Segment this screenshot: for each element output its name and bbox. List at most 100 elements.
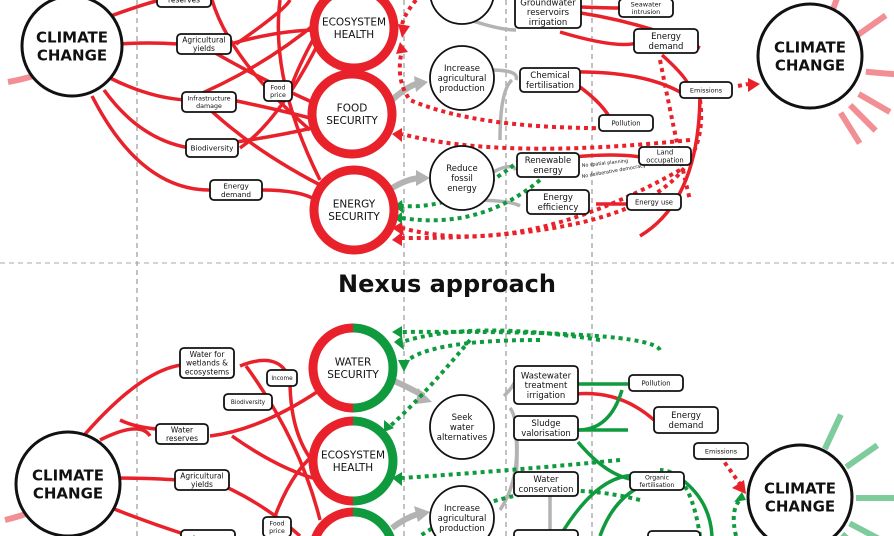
feedback-arrow: [401, 99, 704, 241]
node-label: conservation: [519, 485, 574, 495]
annotation-no-spatial-planning: No spatial planning: [582, 158, 629, 169]
node-label: CHANGE: [765, 497, 835, 515]
node-label: Infrastructure: [187, 96, 230, 103]
ring: [429, 394, 495, 460]
ring: [20, 0, 124, 98]
impact-link: [90, 95, 211, 192]
node-label: CLIMATE: [32, 467, 104, 485]
box-pesticides: Pesticides &: [647, 530, 701, 536]
box: [653, 406, 719, 434]
climate-ray: [848, 103, 878, 133]
box-income: Income: [266, 369, 298, 387]
ring-left: [308, 323, 354, 413]
node-label: HEALTH: [333, 462, 373, 474]
climate-ray: [848, 520, 880, 536]
arrowhead: [734, 492, 746, 502]
impact-link: [261, 188, 317, 202]
impact-link: [209, 388, 321, 438]
node-label: intrusion: [632, 8, 661, 16]
arrowhead: [392, 232, 402, 246]
strategy-arrow: [389, 81, 418, 103]
climate-ray: [844, 442, 880, 470]
node-label: Organic: [645, 475, 670, 482]
box: [209, 179, 263, 201]
box: [519, 67, 581, 93]
node-label: Increase: [444, 64, 480, 74]
ring-right: [352, 323, 398, 413]
node-label: Biodiversity: [231, 400, 266, 406]
box: [180, 529, 236, 536]
node-label: SECURITY: [327, 369, 379, 381]
arrowhead: [392, 326, 402, 338]
arrowhead: [414, 506, 430, 522]
ring-right: [352, 507, 395, 536]
node-label: Land: [657, 149, 674, 157]
box: [516, 152, 580, 178]
ring: [14, 430, 122, 536]
strategy-arrow: [390, 511, 419, 531]
box-pollution-bottom: Pollution: [628, 374, 684, 392]
box: [185, 138, 239, 158]
box: [633, 28, 699, 54]
box: [174, 469, 230, 491]
strategy-link: [498, 78, 514, 141]
node-label: Seawater: [631, 1, 662, 9]
node-label: occupation: [646, 156, 683, 164]
page-title: Nexus approach: [338, 270, 556, 298]
strategy-link: [469, 18, 517, 32]
impact-link: [559, 30, 641, 47]
impact-link: [78, 363, 183, 442]
node-label: damage: [196, 103, 222, 110]
ring: [307, 69, 397, 159]
ring: [309, 0, 399, 73]
impact-link: [99, 427, 152, 442]
node-label: fertilisation: [640, 482, 675, 489]
box: [156, 0, 212, 8]
feedback-arrow: [401, 328, 601, 344]
box-water-reserves: reserves: [156, 0, 212, 8]
node-label: Energy: [671, 411, 701, 421]
node-label: production: [439, 524, 485, 534]
climate-ray: [854, 12, 888, 39]
food-security-node-bottom: [311, 507, 395, 536]
node-label: Reduce: [446, 164, 477, 174]
node-label: Emissions: [690, 86, 723, 94]
node-label: demand: [221, 190, 251, 199]
ring: [429, 145, 495, 211]
node-label: Pollution: [611, 119, 640, 127]
node-label: Renewable: [525, 156, 572, 166]
box-emissions: Emissions: [679, 81, 733, 99]
arrowhead: [392, 222, 404, 236]
box: [629, 471, 685, 491]
arrowhead: [394, 336, 404, 350]
box: [647, 530, 701, 536]
impact-link: [109, 76, 187, 102]
node-label: SECURITY: [328, 211, 380, 223]
node-label: Energy: [651, 32, 681, 42]
box: [513, 529, 579, 536]
ring: [309, 165, 399, 255]
box: [263, 80, 293, 102]
feedback-arrow: [399, 0, 418, 31]
box: [679, 81, 733, 99]
node-label: yields: [191, 480, 213, 489]
node-label: ENERGY: [333, 199, 376, 211]
arrowhead: [732, 480, 746, 494]
box: [513, 471, 579, 497]
box: [513, 415, 579, 441]
ring: [746, 443, 854, 536]
ring-right: [352, 416, 398, 506]
arrowhead: [394, 200, 404, 214]
box: [626, 193, 682, 211]
